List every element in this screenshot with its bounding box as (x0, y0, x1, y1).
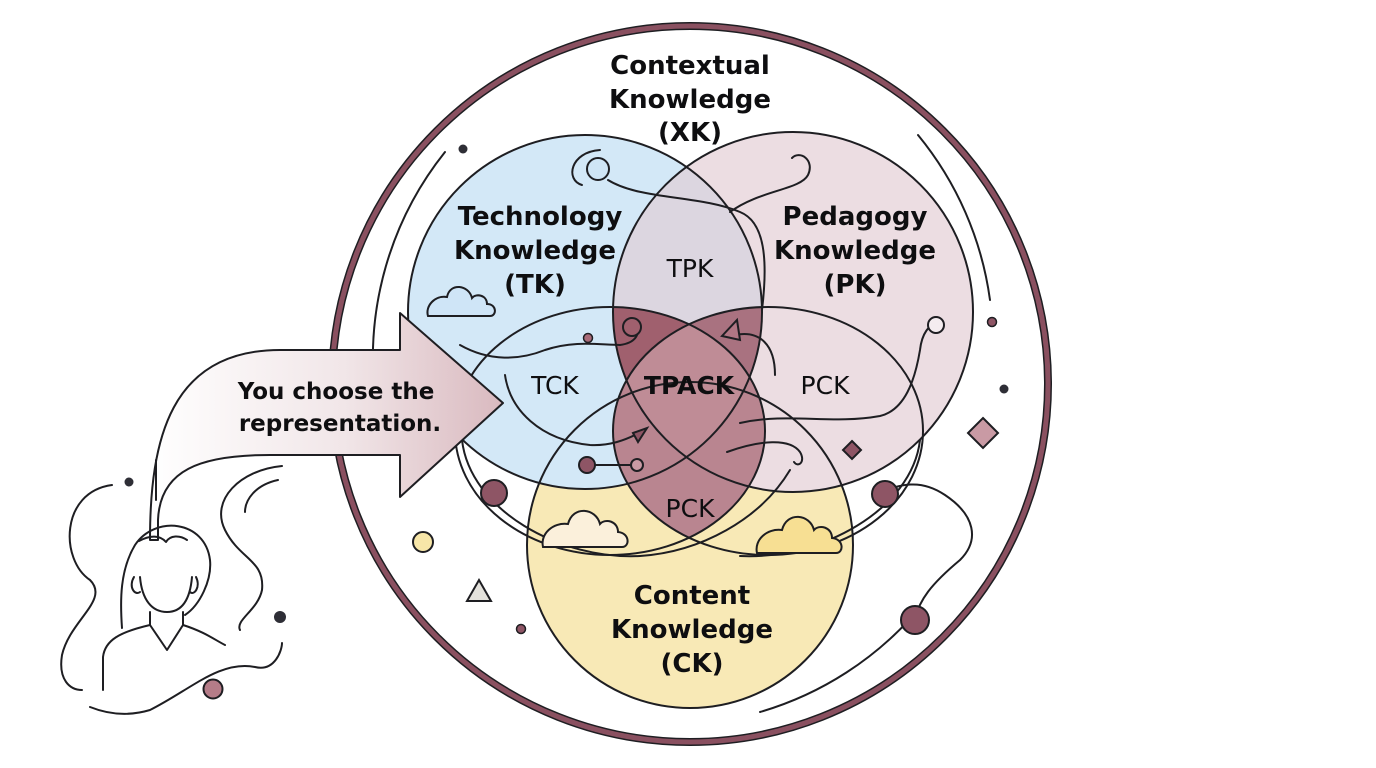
pck-right-label: PCK (801, 371, 851, 400)
technology-label-line-3: (TK) (504, 270, 566, 300)
pedagogy-label-line-2: Knowledge (774, 236, 936, 266)
callout-arrow: You choose the representation. (149, 312, 504, 541)
dark-dot (124, 477, 134, 487)
content-label: Content Knowledge (CK) (611, 581, 773, 679)
cloud-icon (541, 509, 629, 548)
pedagogy-circle (612, 131, 974, 493)
content-label-line-1: Content (634, 581, 750, 611)
arrowhead-icon (631, 426, 650, 444)
accent-dot (202, 678, 224, 700)
hollow-node (927, 316, 945, 334)
technology-label-line-1: Technology (458, 202, 623, 232)
arrowhead-icon (720, 317, 742, 342)
pck-bottom-label: PCK (666, 494, 716, 523)
pedagogy-label-line-1: Pedagogy (783, 202, 928, 232)
accent-dot (480, 479, 508, 507)
context-label-line-3: (XK) (658, 118, 722, 148)
context-label-line-2: Knowledge (609, 85, 771, 115)
content-circle (526, 381, 854, 709)
technology-label-line-2: Knowledge (454, 236, 616, 266)
callout-line-1: You choose the (237, 379, 435, 405)
context-label-line-1: Contextual (610, 51, 770, 81)
tpk-label: TPK (666, 254, 714, 283)
hollow-node (586, 157, 610, 181)
accent-dot (900, 605, 930, 635)
cloud-icon (426, 286, 496, 317)
hollow-node (622, 317, 642, 337)
accent-dot (871, 480, 899, 508)
content-label-line-2: Knowledge (611, 615, 773, 645)
hollow-node (630, 458, 644, 472)
cloud-icon (755, 515, 843, 554)
tpack-label: TPACK (644, 371, 736, 400)
accent-dot (515, 623, 527, 635)
technology-circle (407, 134, 763, 490)
teacher-avatar-icon (60, 459, 283, 715)
decorative-markers (412, 144, 1009, 635)
hollow-node (582, 332, 594, 344)
dark-dot (458, 144, 468, 154)
content-label-line-3: (CK) (661, 649, 724, 679)
diamond-shape (966, 416, 1000, 450)
technology-label: Technology Knowledge (TK) (454, 202, 622, 300)
callout-line-2: representation. (239, 411, 441, 437)
accent-dot (986, 316, 998, 328)
context-label: Contextual Knowledge (XK) (609, 51, 771, 148)
tck-label: TCK (530, 371, 579, 400)
accent-dot (578, 456, 596, 474)
venn-outlines (407, 131, 974, 709)
pedagogy-label: Pedagogy Knowledge (PK) (774, 202, 936, 300)
dark-dot (999, 384, 1009, 394)
pedagogy-label-line-3: (PK) (824, 270, 887, 300)
connector-lines (459, 149, 973, 619)
dark-dot (274, 611, 286, 623)
triangle-shape (465, 577, 493, 602)
yellow-dot (412, 531, 434, 553)
diamond-shape (841, 439, 863, 461)
lower-right-arc (739, 439, 921, 558)
